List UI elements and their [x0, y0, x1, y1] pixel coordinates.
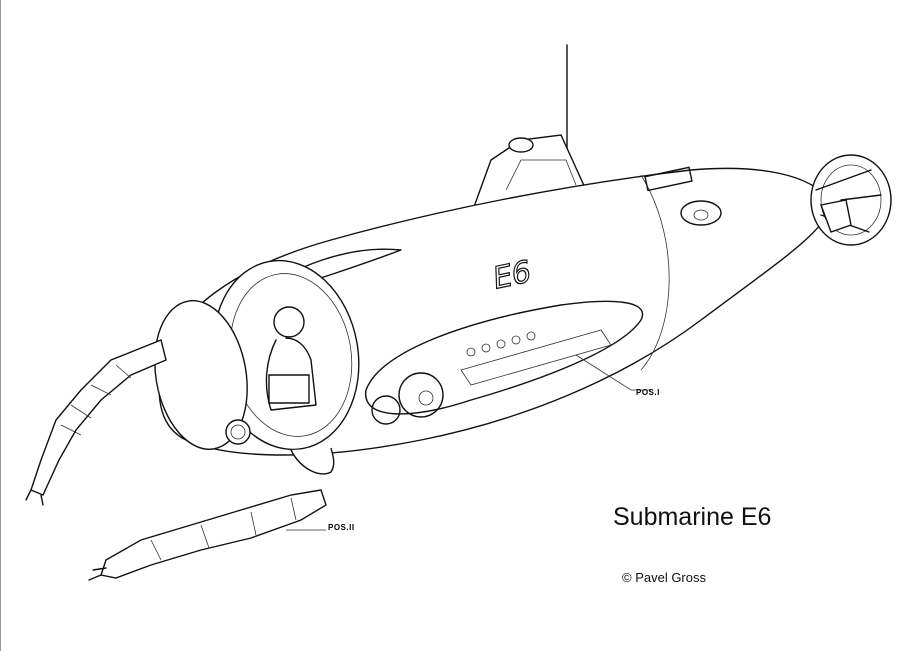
- propeller-shroud: [810, 154, 892, 246]
- gripper-2: [88, 567, 107, 581]
- front-viewport: [154, 300, 248, 450]
- nameplate: [644, 166, 693, 192]
- control-panel: [268, 374, 310, 404]
- callout-pos1: POS.I: [636, 388, 660, 397]
- manipulator-arm-2: [100, 489, 327, 579]
- copyright-credit: © Pavel Gross: [622, 570, 706, 585]
- hull-port: [680, 200, 722, 226]
- light: [225, 419, 251, 445]
- pilot-body: [265, 337, 317, 411]
- gripper-1: [25, 489, 44, 506]
- valves: [466, 331, 536, 357]
- pos1-leader: [575, 354, 651, 391]
- callout-pos2: POS.II: [328, 523, 355, 532]
- manipulator-arm-1: [30, 339, 167, 496]
- drawing-title: Submarine E6: [613, 503, 772, 531]
- pilot-head: [273, 306, 305, 338]
- thruster-drum: [398, 372, 444, 418]
- tower-hatch: [508, 137, 534, 153]
- keel: [290, 447, 335, 475]
- rudder: [820, 199, 852, 233]
